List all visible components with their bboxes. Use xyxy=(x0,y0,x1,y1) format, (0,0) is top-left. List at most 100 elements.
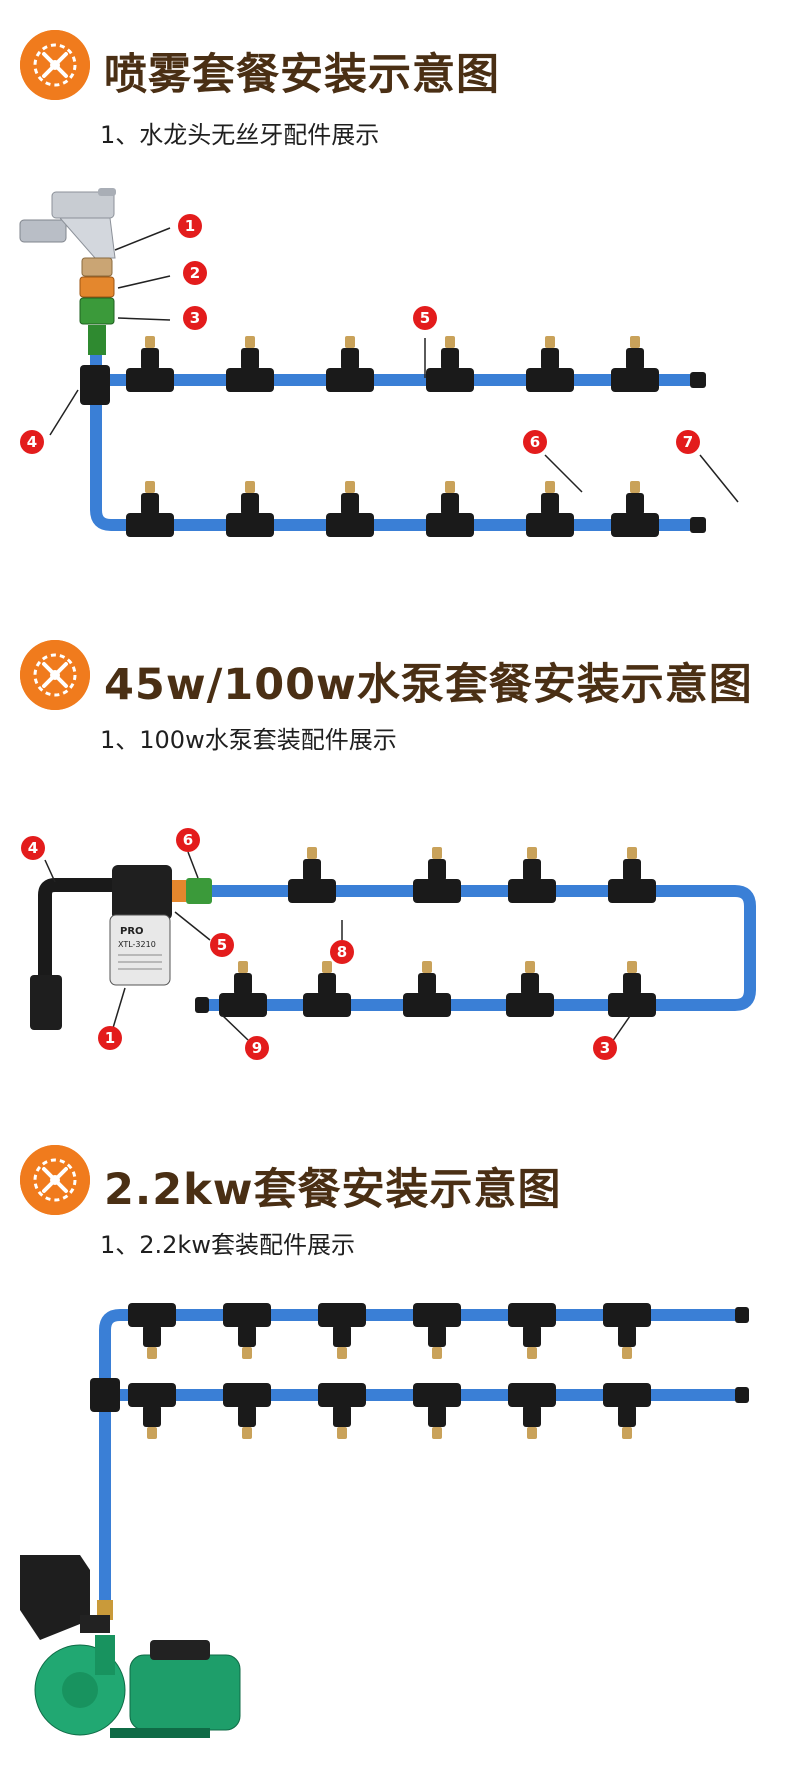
pump-adapter-icon xyxy=(172,880,186,902)
tee-stem-icon xyxy=(541,348,559,370)
tee-stem-icon xyxy=(143,1405,161,1427)
section-2-2kw-kit: 2.2kw套餐安装示意图 1、2.2kw套装配件展示 xyxy=(0,1120,790,1766)
callout-3-icon xyxy=(593,1036,617,1060)
tee-stem-icon xyxy=(141,348,159,370)
end-cap-icon xyxy=(690,517,706,533)
nozzle-icon xyxy=(147,1427,157,1439)
tee-fitting-icon xyxy=(128,1303,176,1327)
tee-fitting-icon xyxy=(318,1303,366,1327)
nozzle-icon xyxy=(245,481,255,493)
tee-fitting-icon xyxy=(611,368,659,392)
tee-fitting-icon xyxy=(403,993,451,1017)
tee-fitting-icon xyxy=(426,368,474,392)
callout-label: 2 xyxy=(190,264,200,282)
tee-fitting-icon xyxy=(223,1303,271,1327)
callout-label: 8 xyxy=(337,943,347,961)
tee-stem-icon xyxy=(333,1405,351,1427)
nozzle-icon xyxy=(445,336,455,348)
tee-stem-icon xyxy=(428,1405,446,1427)
nozzle-icon xyxy=(147,1347,157,1359)
callout-label: 9 xyxy=(252,1039,262,1057)
tee-fitting-icon xyxy=(526,513,574,537)
tee-fitting-icon xyxy=(413,1303,461,1327)
tee-stem-icon xyxy=(623,973,641,995)
tee-fitting-icon xyxy=(126,368,174,392)
end-cap-icon xyxy=(735,1307,749,1323)
filter-icon xyxy=(20,1555,110,1640)
callout-6-icon xyxy=(176,828,200,852)
tee-fitting-icon xyxy=(611,513,659,537)
callout-5-icon xyxy=(413,306,437,330)
tee-stem-icon xyxy=(318,973,336,995)
tee-fitting-icon xyxy=(508,1303,556,1327)
section-title: 喷雾套餐安装示意图 xyxy=(104,50,500,100)
tee-stem-icon xyxy=(523,1325,541,1347)
tee-fitting-icon xyxy=(303,993,351,1017)
faucet-icon xyxy=(19,188,116,259)
section-pump-kit: 45w/100w水泵套餐安装示意图 1、100w水泵套装配件展示 PRO XTL… xyxy=(0,615,790,1135)
tee-fitting-icon xyxy=(128,1383,176,1407)
callout-7-icon xyxy=(676,430,700,454)
tee-stem-icon xyxy=(441,348,459,370)
strainer-icon xyxy=(30,975,62,1030)
tee-fitting-icon xyxy=(608,879,656,903)
nozzle-icon xyxy=(545,336,555,348)
nozzle-icon xyxy=(630,336,640,348)
section-badge-icon xyxy=(20,30,90,100)
section-subtitle: 1、100w水泵套装配件展示 xyxy=(100,726,397,754)
callout-label: 4 xyxy=(27,433,37,451)
callout-8-icon xyxy=(330,940,354,964)
tee-stem-icon xyxy=(241,348,259,370)
tee-fitting-icon xyxy=(219,993,267,1017)
tee-stem-icon xyxy=(523,1405,541,1427)
nozzle-icon xyxy=(630,481,640,493)
callout-label: 1 xyxy=(105,1029,115,1047)
nozzle-icon xyxy=(525,961,535,973)
callout-label: 5 xyxy=(420,309,430,327)
end-cap-icon xyxy=(735,1387,749,1403)
section-badge-icon xyxy=(20,640,90,710)
tee-fitting-icon xyxy=(506,993,554,1017)
nozzle-icon xyxy=(622,1427,632,1439)
nozzle-icon xyxy=(345,481,355,493)
section-subtitle: 1、2.2kw套装配件展示 xyxy=(100,1231,355,1259)
pump-model: XTL-3210 xyxy=(118,940,156,949)
tee-stem-icon xyxy=(238,1405,256,1427)
section-title: 2.2kw套餐安装示意图 xyxy=(104,1165,562,1215)
nozzle-icon xyxy=(345,336,355,348)
nozzle-icon xyxy=(527,1427,537,1439)
tee-fitting-icon xyxy=(426,513,474,537)
tee-fitting-icon xyxy=(223,1383,271,1407)
tee-stem-icon xyxy=(441,493,459,515)
nozzle-icon xyxy=(337,1347,347,1359)
tee-stem-icon xyxy=(143,1325,161,1347)
tee-fitting-icon xyxy=(318,1383,366,1407)
pump-icon: PRO XTL-3210 xyxy=(109,865,172,986)
section-subtitle: 1、水龙头无丝牙配件展示 xyxy=(100,121,380,149)
callout-2-icon xyxy=(183,261,207,285)
nozzle-icon xyxy=(337,1427,347,1439)
tee-fitting-icon xyxy=(288,879,336,903)
tee-stem-icon xyxy=(626,493,644,515)
callout-4-icon xyxy=(20,430,44,454)
tee-stem-icon xyxy=(623,859,641,881)
tee-stem-icon xyxy=(521,973,539,995)
nozzle-icon xyxy=(527,847,537,859)
nozzle-icon xyxy=(432,1427,442,1439)
callout-label: 5 xyxy=(217,936,227,954)
tee-fitting-icon xyxy=(326,368,374,392)
tee-fitting-icon xyxy=(526,368,574,392)
tee-stem-icon xyxy=(238,1325,256,1347)
callout-label: 6 xyxy=(530,433,540,451)
tee-fitting-icon xyxy=(413,1383,461,1407)
adapter-2-icon xyxy=(79,276,115,298)
section-faucet-kit: 喷雾套餐安装示意图 1、水龙头无丝牙配件展示 xyxy=(0,0,790,560)
nozzle-icon xyxy=(242,1347,252,1359)
nozzle-icon xyxy=(322,961,332,973)
centrifugal-pump-icon xyxy=(34,1635,241,1738)
nozzle-icon xyxy=(432,847,442,859)
tee-stem-icon xyxy=(428,1325,446,1347)
callout-label: 6 xyxy=(183,831,193,849)
tee-fitting-icon xyxy=(226,513,274,537)
end-cap-icon xyxy=(195,997,209,1013)
